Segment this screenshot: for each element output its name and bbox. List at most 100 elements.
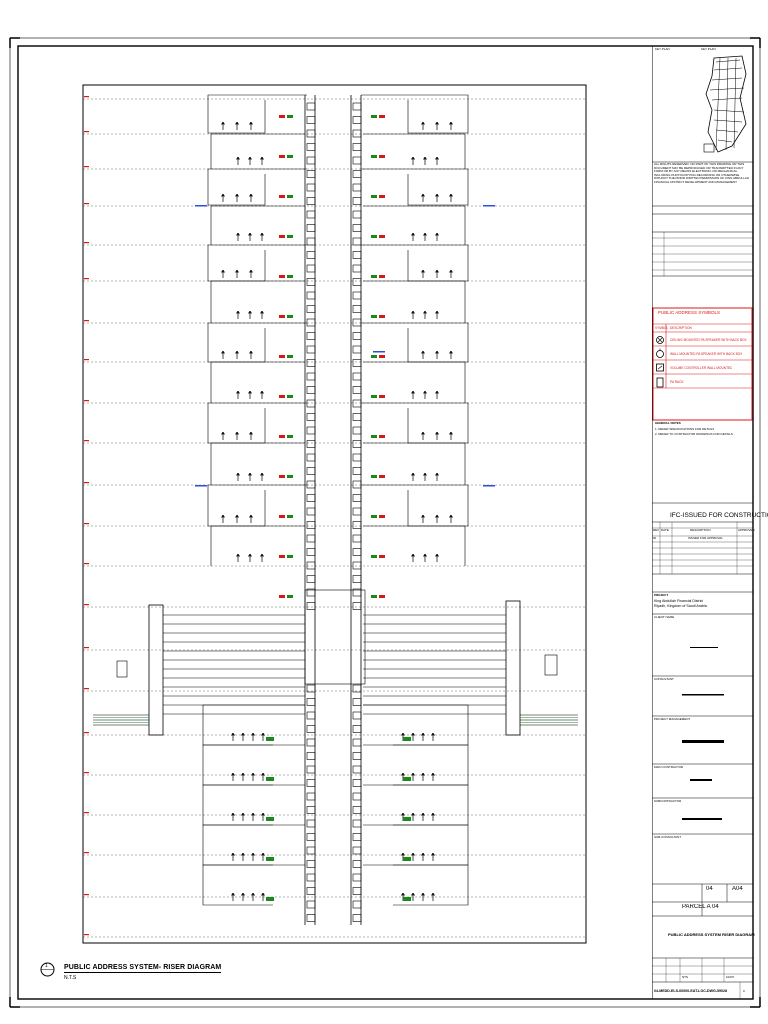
riser-box bbox=[352, 698, 362, 706]
speaker-symbol bbox=[421, 774, 425, 781]
riser-box bbox=[306, 698, 316, 706]
speaker-symbol bbox=[449, 271, 453, 278]
floor-level-tag bbox=[84, 278, 89, 280]
speaker-symbol bbox=[422, 813, 424, 815]
address-tag bbox=[371, 195, 377, 198]
central-block bbox=[304, 589, 366, 685]
address-tag bbox=[279, 155, 285, 158]
riser-box bbox=[352, 116, 362, 124]
riser-box bbox=[352, 210, 362, 219]
address-tag bbox=[371, 555, 377, 558]
speaker-symbol bbox=[236, 312, 240, 319]
speaker-symbol bbox=[235, 195, 239, 202]
speaker-symbol bbox=[232, 893, 234, 895]
riser-box bbox=[306, 372, 316, 381]
floor-level-tag bbox=[84, 732, 89, 734]
drawing-number-bubble: 1 bbox=[40, 962, 55, 977]
speaker-symbol bbox=[435, 555, 439, 562]
address-tag bbox=[403, 857, 411, 861]
riser-box bbox=[306, 183, 316, 192]
speaker-loop-right bbox=[363, 205, 466, 245]
riser-box bbox=[306, 521, 316, 529]
speaker-symbol bbox=[436, 554, 438, 556]
floor-level-tag bbox=[84, 934, 89, 936]
speaker-symbol bbox=[435, 271, 439, 278]
riser-box bbox=[352, 264, 362, 273]
speaker-symbol bbox=[436, 351, 438, 353]
title-block-lines bbox=[652, 46, 753, 999]
speaker-symbol bbox=[222, 515, 224, 517]
speaker-symbol bbox=[412, 733, 414, 735]
address-tag bbox=[287, 435, 293, 438]
address-tag bbox=[371, 315, 377, 318]
copyright-notes: ALL RIGHTS RESERVED. NO PART OF THIS DRA… bbox=[654, 163, 749, 185]
address-tag bbox=[379, 235, 385, 238]
speaker-symbol bbox=[260, 312, 264, 319]
general-note-1: 1. REFER SPECIFICATIONS FOR DETAILS bbox=[655, 428, 715, 431]
speaker-symbol bbox=[431, 734, 435, 741]
speaker-symbol bbox=[435, 392, 439, 399]
annotation-tag bbox=[483, 485, 495, 487]
riser-box bbox=[352, 792, 362, 801]
speaker-loop-right bbox=[363, 704, 469, 746]
speaker-symbol bbox=[412, 853, 414, 855]
parcel-name: PARCEL A 04 bbox=[682, 904, 719, 910]
speaker-symbol bbox=[422, 122, 424, 124]
floor-level-tag bbox=[84, 772, 89, 774]
speaker-loop-left bbox=[202, 824, 305, 866]
riser-box bbox=[306, 752, 316, 760]
speaker-symbol bbox=[450, 194, 452, 196]
speaker-symbol bbox=[261, 233, 263, 235]
speaker-symbol bbox=[411, 474, 415, 481]
riser-box bbox=[352, 548, 362, 556]
address-tag bbox=[371, 595, 377, 598]
riser-box bbox=[352, 332, 362, 340]
speaker-symbol bbox=[261, 391, 263, 393]
floor-level-tag bbox=[84, 812, 89, 814]
speaker-symbol bbox=[423, 158, 427, 165]
riser-box bbox=[306, 129, 316, 138]
speaker-symbol bbox=[232, 813, 234, 815]
address-tag bbox=[287, 115, 293, 118]
speaker-symbol bbox=[249, 157, 251, 159]
speaker-symbol bbox=[436, 270, 438, 272]
riser-box bbox=[352, 251, 362, 259]
speaker-symbol bbox=[261, 894, 265, 901]
floor-level-tag bbox=[84, 482, 89, 484]
speaker-symbol bbox=[261, 554, 263, 556]
speaker-symbol bbox=[242, 813, 244, 815]
speaker-symbol bbox=[237, 311, 239, 313]
riser-box bbox=[306, 156, 316, 165]
riser-box bbox=[306, 278, 316, 286]
address-tag bbox=[403, 897, 411, 901]
speaker-symbol bbox=[261, 734, 265, 741]
speaker-symbol bbox=[250, 515, 252, 517]
riser-box bbox=[352, 819, 362, 828]
riser-box bbox=[352, 291, 362, 300]
speaker-symbol bbox=[421, 433, 425, 440]
legend-header-description: DESCRIPTION bbox=[670, 326, 692, 330]
speaker-symbol bbox=[432, 733, 434, 735]
speaker-symbol bbox=[422, 733, 424, 735]
speaker-symbol bbox=[412, 893, 414, 895]
riser-box bbox=[352, 738, 362, 747]
floor-level-tag bbox=[84, 604, 89, 606]
speaker-symbol bbox=[450, 122, 452, 124]
address-tag bbox=[266, 817, 274, 821]
riser-box bbox=[306, 494, 316, 502]
address-tag bbox=[279, 435, 285, 438]
speaker-symbol bbox=[249, 311, 251, 313]
address-tag bbox=[403, 777, 411, 781]
speaker-symbol bbox=[402, 733, 404, 735]
speaker-symbol bbox=[423, 555, 427, 562]
riser-box bbox=[306, 792, 316, 801]
legend-symbols bbox=[656, 336, 664, 388]
address-tag bbox=[279, 555, 285, 558]
riser-box bbox=[352, 534, 362, 543]
riser-box bbox=[306, 561, 316, 570]
riser-box bbox=[306, 413, 316, 421]
speaker-symbol bbox=[421, 894, 425, 901]
speaker-symbol bbox=[231, 734, 235, 741]
speaker-symbol bbox=[232, 733, 234, 735]
address-tag bbox=[266, 737, 274, 741]
